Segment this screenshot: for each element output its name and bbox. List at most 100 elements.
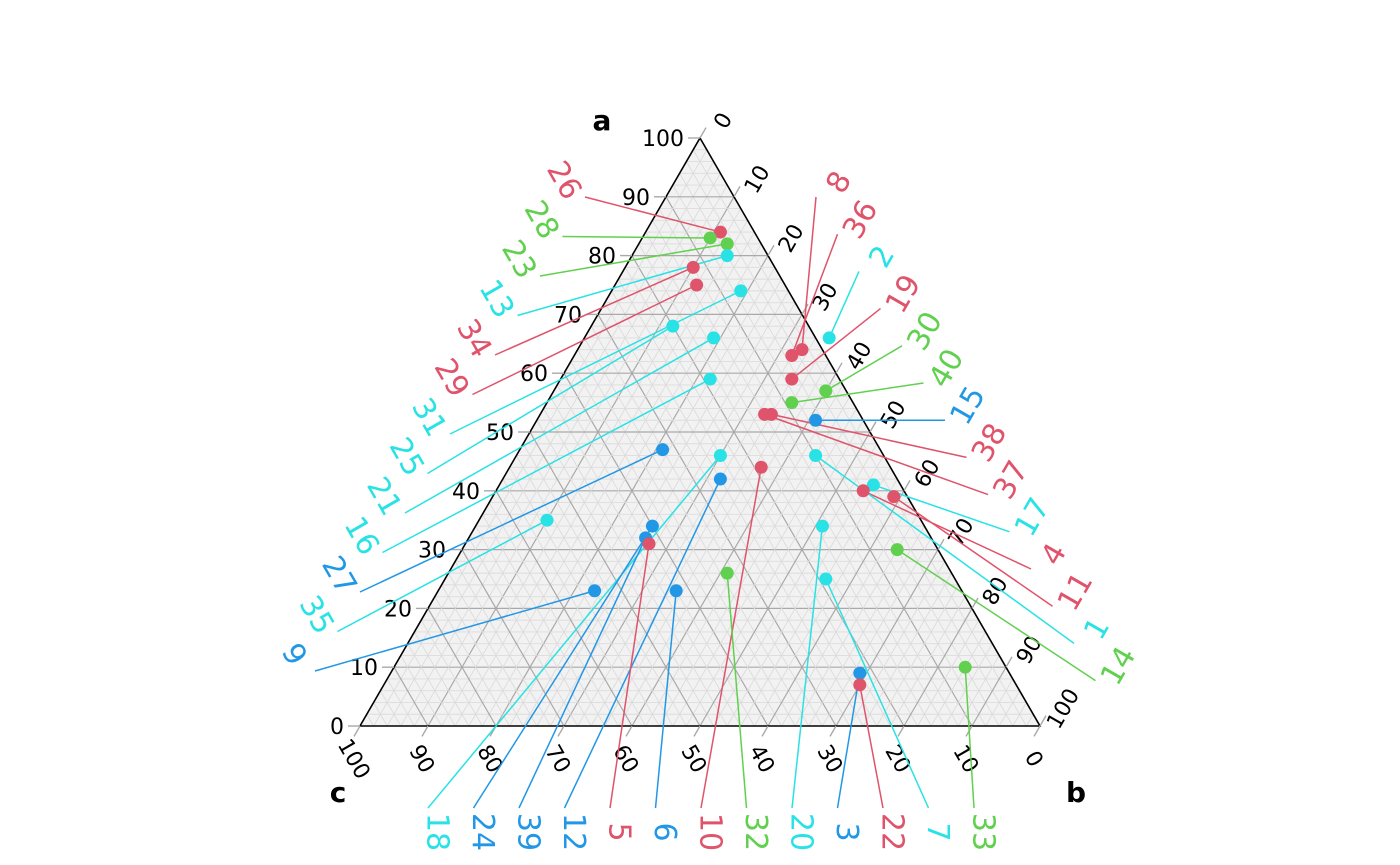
major-grid-b-70 [835,549,939,727]
minor-grid-c-66 [475,525,592,727]
minor-grid-c-52 [522,443,687,727]
minor-grid-b-72 [849,561,946,727]
leader-23 [539,243,728,277]
minor-grid-c-48 [536,420,714,727]
leader-22 [859,684,884,809]
minor-grid-b-92 [985,678,1014,727]
point-16 [703,372,717,386]
minor-grid-c-46 [543,408,728,727]
minor-grid-b-68 [822,537,932,727]
tick-label-c-70: 70 [539,741,575,778]
major-grid-c-50 [529,431,701,727]
tick-label-b-0: 0 [709,109,738,134]
minor-grid-b-76 [876,584,959,727]
point-30 [819,384,833,398]
point-8 [795,343,809,357]
minor-grid-c-38 [570,361,782,727]
tick-label-b-20: 20 [774,220,810,257]
leader-18 [427,455,721,809]
major-grid-b-90 [971,666,1007,727]
point-23 [720,237,734,251]
tick-b-70 [937,538,945,550]
minor-grid-b-18 [482,243,762,727]
tick-b-80 [971,597,979,609]
point-4 [856,484,870,498]
tick-b-40 [835,362,843,374]
point-24 [645,519,659,533]
point-19 [785,372,799,386]
leader-27 [359,448,663,593]
point-17 [866,478,880,492]
major-grid-b-30 [563,314,803,727]
point-26 [713,225,727,239]
point-label-24: 24 [465,813,500,851]
tick-c-100 [353,725,361,737]
point-label-7: 7 [920,822,955,841]
minor-grid-c-6 [679,173,1000,727]
point-35 [540,513,554,527]
tick-label-b-60: 60 [910,455,946,492]
tick-b-100 [1039,715,1047,727]
tick-label-c-0: 0 [1019,747,1048,772]
minor-grid-c-42 [556,384,755,727]
leader-30 [825,345,903,392]
minor-grid-c-72 [454,561,551,727]
minor-grid-c-74 [448,572,538,727]
point-34 [686,260,700,274]
minor-grid-c-76 [441,584,524,727]
leader-34 [494,266,694,356]
major-grid-b-80 [903,608,973,727]
leader-16 [382,378,711,554]
minor-grid-b-96 [1012,702,1027,727]
minor-grid-c-88 [400,655,442,727]
leader-28 [562,235,711,239]
leader-20 [791,525,824,809]
leader-12 [563,478,722,809]
point-3 [853,666,867,680]
minor-grid-b-86 [944,643,993,727]
major-grid-c-90 [393,666,429,727]
point-7 [819,572,833,586]
minor-grid-c-92 [386,678,415,727]
minor-grid-c-94 [380,690,402,727]
leader-40 [791,382,924,404]
leader-36 [791,233,839,356]
minor-grid-c-44 [550,396,742,727]
minor-grid-c-58 [502,478,646,727]
point-29 [690,278,704,292]
minor-grid-b-58 [754,478,898,727]
point-label-9: 9 [274,637,314,671]
minor-grid-c-22 [624,267,891,727]
point-36 [785,349,799,363]
tick-label-a-100: 100 [642,127,684,152]
tick-label-b-50: 50 [876,397,912,434]
minor-grid-b-84 [930,631,986,727]
leader-31 [449,290,742,435]
leader-2 [828,271,860,339]
vertex-label-b: b [1066,776,1086,809]
tick-label-c-50: 50 [675,741,711,778]
point-14 [890,543,904,557]
minor-grid-b-62 [781,502,912,727]
leader-32 [726,573,748,809]
vertex-label-c: c [330,776,347,809]
point-13 [720,249,734,263]
point-22 [853,678,867,692]
point-label-12: 12 [556,813,591,851]
tick-label-b-100: 100 [1042,685,1085,734]
major-grid-c-30 [597,314,837,727]
leader-4 [862,490,1032,570]
point-5 [642,537,656,551]
tick-label-b-40: 40 [842,338,878,375]
point-2 [822,331,836,345]
tick-label-a-60: 60 [520,362,548,387]
leader-19 [791,308,881,380]
tick-label-c-40: 40 [743,741,779,778]
minor-grid-c-18 [638,243,918,727]
point-1 [809,449,823,463]
leader-38 [771,413,967,459]
leader-3 [836,672,861,809]
minor-grid-b-74 [862,572,952,727]
point-12 [713,472,727,486]
point-label-32: 32 [738,813,773,851]
